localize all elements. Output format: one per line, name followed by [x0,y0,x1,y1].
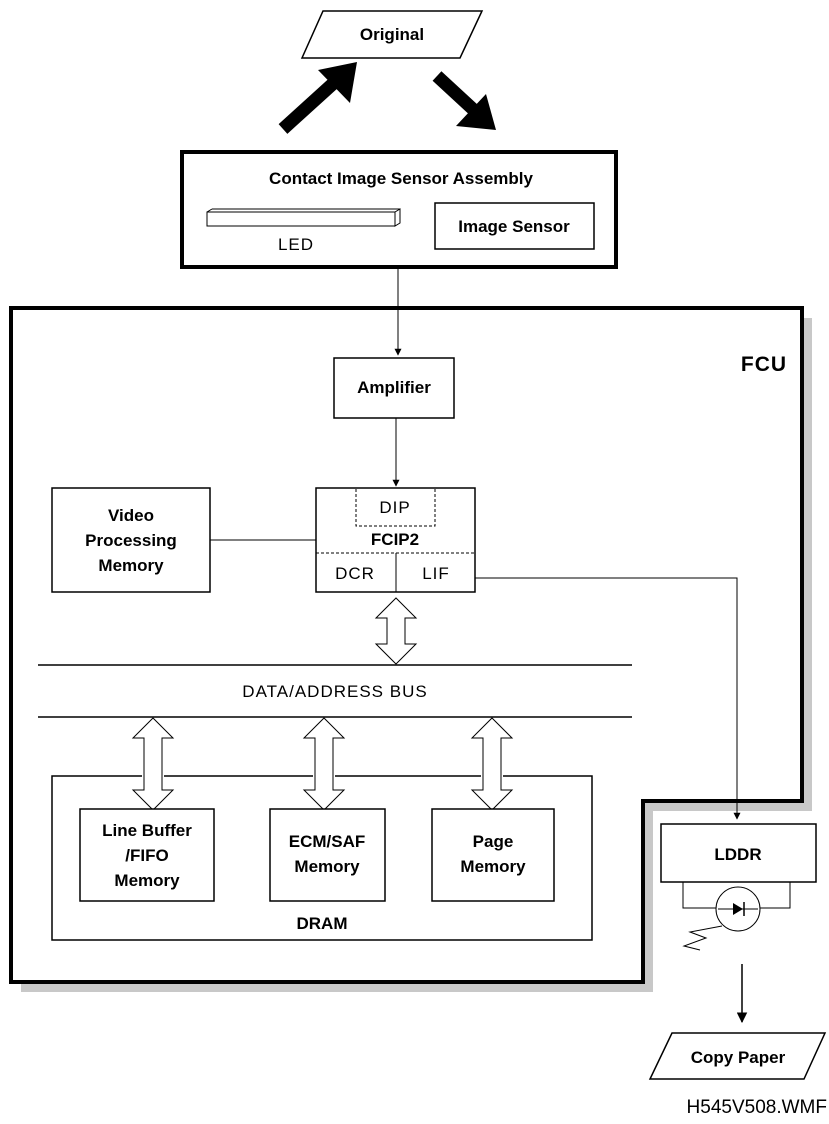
laser-diode-icon [682,882,791,951]
cis-title: Contact Image Sensor Assembly [269,169,533,188]
ecm-saf-memory-node: ECM/SAF Memory [269,808,386,902]
scan-up-arrow [278,62,357,134]
copy-paper-label: Copy Paper [691,1048,786,1067]
amplifier-node: Amplifier [333,357,455,419]
fcip2-node: DIP FCIP2 DCR LIF [315,487,476,593]
image-sensor-label: Image Sensor [458,217,570,236]
video-processing-memory-node: Video Processing Memory [51,487,211,593]
line-buffer-line-3: Memory [114,871,180,890]
amplifier-label: Amplifier [357,378,431,397]
ecm-saf-line-2: Memory [294,857,360,876]
scan-down-arrow [432,71,496,130]
video-memory-line-2: Processing [85,531,177,550]
lddr-node: LDDR [660,823,817,883]
dram-group: DRAM [51,775,593,941]
lif-label: LIF [422,564,450,583]
led-label: LED [278,235,314,254]
contact-image-sensor-assembly: Contact Image Sensor Assembly LED Image … [180,150,618,269]
line-buffer-line-1: Line Buffer [102,821,192,840]
original-label: Original [360,25,424,44]
original-node: Original [300,10,484,59]
line-buffer-fifo-memory-node: Line Buffer /FIFO Memory [79,808,215,902]
copy-paper-node: Copy Paper [648,1032,827,1080]
page-memory-node: Page Memory [431,808,555,902]
video-memory-line-3: Memory [98,556,164,575]
lif-to-lddr-arrow [475,577,741,820]
page-memory-line-1: Page [473,832,514,851]
dcr-label: DCR [335,564,375,583]
dip-label: DIP [379,498,410,517]
dram-label: DRAM [297,914,348,933]
fcu-label: FCU [741,353,787,376]
ecm-saf-line-1: ECM/SAF [289,832,366,851]
fcip2-bus-double-arrow [374,597,418,665]
video-memory-line-1: Video [108,506,154,525]
bus-label: DATA/ADDRESS BUS [242,682,427,701]
led-bar-icon [206,208,401,227]
lddr-label: LDDR [714,845,761,864]
page-memory-line-2: Memory [460,857,526,876]
fcip2-label: FCIP2 [371,530,419,549]
line-buffer-line-2: /FIFO [125,846,168,865]
data-address-bus: DATA/ADDRESS BUS [38,664,632,718]
figure-reference: H545V508.WMF [687,1097,827,1118]
